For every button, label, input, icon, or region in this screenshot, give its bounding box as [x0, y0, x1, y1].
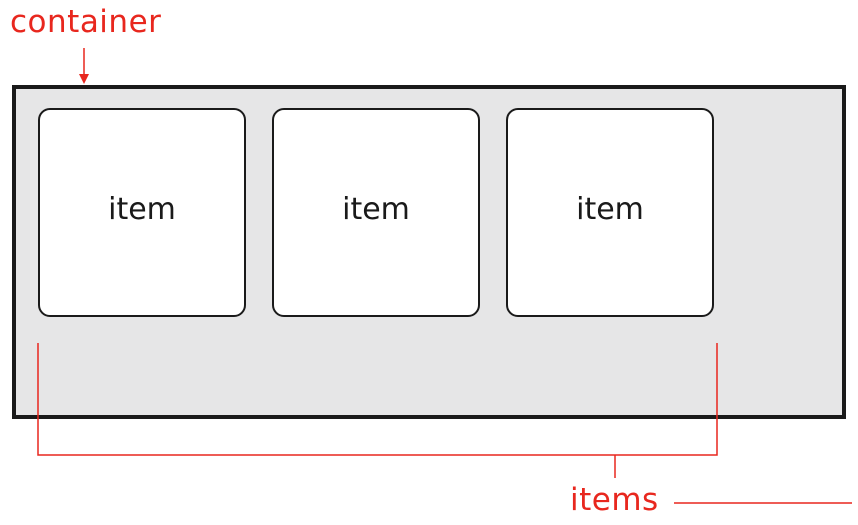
item-box: item: [38, 108, 246, 317]
item-label: item: [108, 192, 176, 227]
item-box: item: [506, 108, 714, 317]
container-arrow-head: [79, 74, 89, 84]
item-box: item: [272, 108, 480, 317]
container-label: container: [10, 4, 162, 40]
item-label: item: [342, 192, 410, 227]
items-label: items: [570, 482, 659, 518]
item-label: item: [576, 192, 644, 227]
